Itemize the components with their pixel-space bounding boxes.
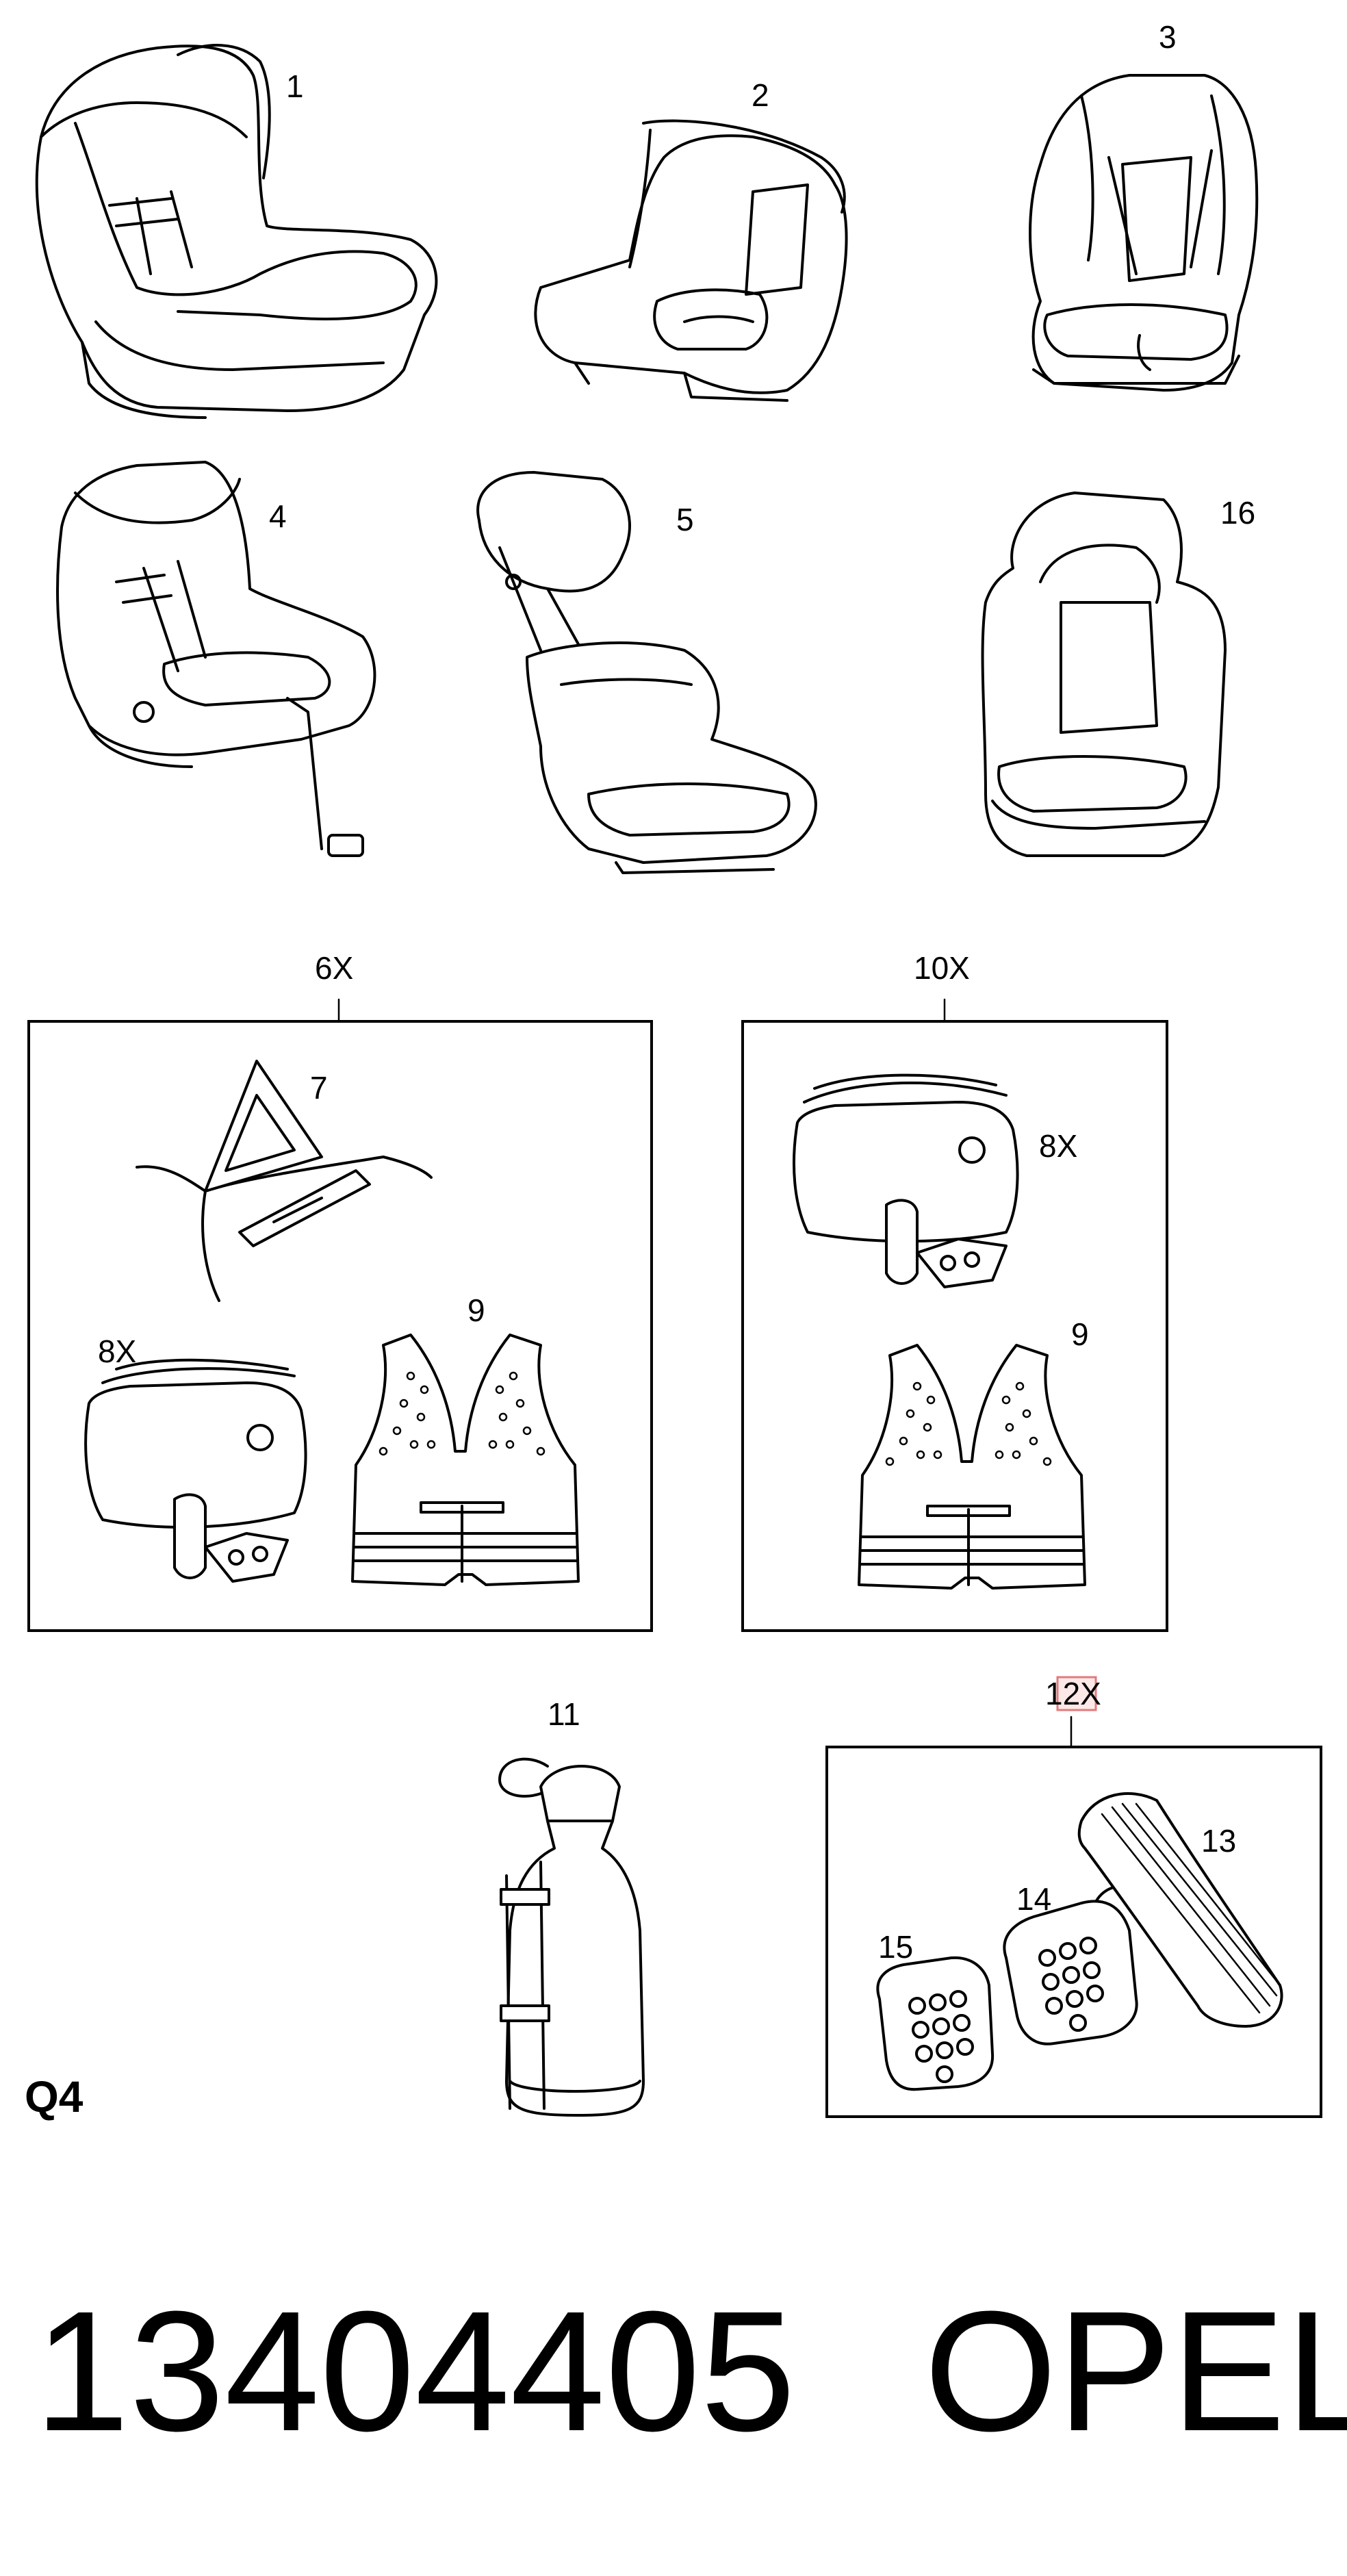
warning-triangle-illustration [136,1060,433,1302]
brand-name: OPEL [924,2275,1347,2466]
child-seat-1-illustration [35,44,438,419]
child-seat-16-illustration [981,492,1227,857]
callout-9-left: 9 [467,1292,485,1328]
callout-2: 2 [752,77,769,113]
first-aid-bag-right-illustration [793,1073,1019,1288]
kit-12x-highlight [1056,1676,1097,1711]
kit-6x-box [27,1020,653,1632]
callout-13: 13 [1201,1823,1236,1859]
brake-pedal-cover-illustration [1003,1900,1138,2045]
callout-12x: 12X [1045,1676,1101,1711]
section-code: Q4 [25,2072,84,2121]
callout-7: 7 [310,1070,328,1106]
callout-15: 15 [878,1929,913,1965]
callout-9-right: 9 [1071,1316,1089,1352]
kit-10x-box [741,1020,1168,1632]
callout-5: 5 [676,502,694,537]
callout-11: 11 [548,1696,580,1732]
callout-14: 14 [1016,1881,1051,1917]
callout-10x: 10X [914,950,970,986]
clutch-pedal-cover-illustration [876,1956,995,2091]
callout-8x-left: 8X [98,1334,136,1369]
safety-vest-left-illustration [351,1334,580,1586]
accelerator-pedal-cover-illustration [1077,1792,1283,2028]
child-seat-5-illustration [476,471,817,874]
child-seat-4-illustration [56,461,376,857]
callout-8x-right: 8X [1039,1128,1077,1164]
kit-12x-box [825,1746,1322,2118]
callout-16: 16 [1220,495,1255,531]
callout-3: 3 [1159,19,1177,55]
callout-1: 1 [286,68,304,104]
safety-vest-right-illustration [858,1344,1086,1590]
part-number: 13404405 [34,2275,795,2466]
callout-6x: 6X [315,950,353,986]
fire-extinguisher-illustration [498,1757,645,2117]
callout-4: 4 [269,498,287,534]
first-aid-bag-left-illustration [84,1358,307,1583]
child-seat-3-illustration [1029,74,1259,392]
child-seat-2-illustration [534,119,848,402]
